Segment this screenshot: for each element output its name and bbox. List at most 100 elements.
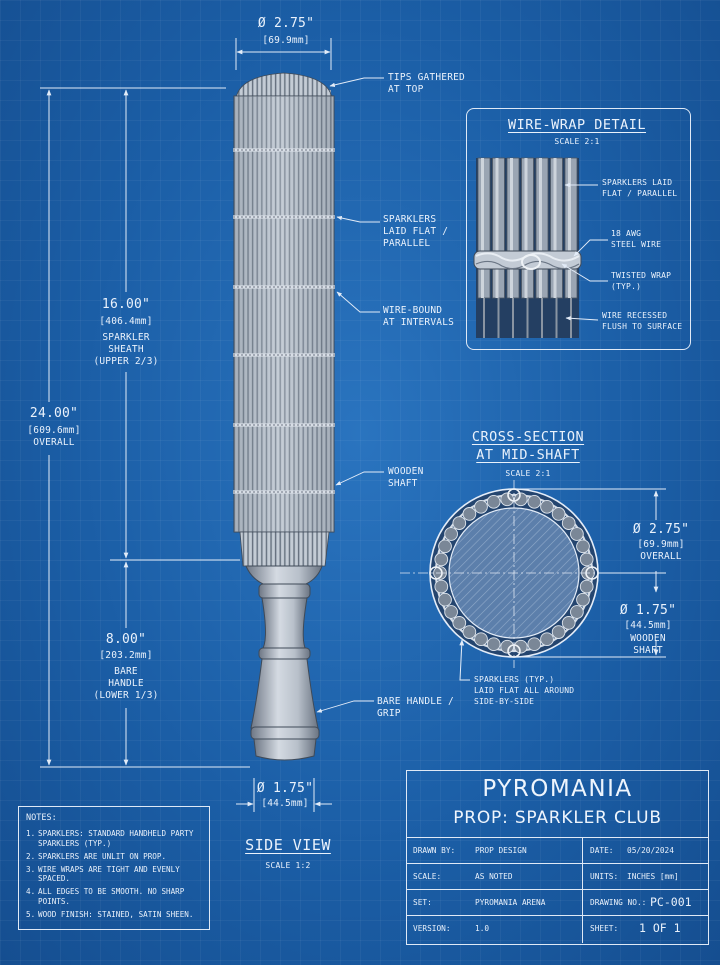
handle-label-3: (LOWER 1/3)	[93, 690, 159, 701]
handle-label-2: HANDLE	[108, 678, 144, 689]
detail-callout-2b: STEEL WIRE	[611, 240, 662, 249]
cross-section-title-1: CROSS-SECTION	[471, 429, 585, 445]
drawn-by-value: PROP DESIGN	[475, 846, 527, 855]
cs-callout-3: SIDE-BY-SIDE	[474, 697, 535, 706]
cross-section-sparkler	[540, 632, 554, 647]
callout-tips-2: AT TOP	[388, 84, 424, 95]
detail-callout-1b: FLAT / PARALLEL	[602, 189, 678, 198]
cross-section-sparkler	[579, 579, 594, 594]
cross-section-title-2: AT MID-SHAFT	[476, 447, 580, 463]
detail-callout-4a: WIRE RECESSED	[602, 311, 668, 320]
detail-callout-2a: 18 AWG	[611, 229, 642, 238]
sheath-label-2: SHEATH	[108, 344, 144, 355]
cross-section-scale: SCALE 2:1	[505, 469, 551, 478]
cross-section-sparkler	[513, 639, 528, 654]
title-block: PYROMANIA PROP: SPARKLER CLUB DRAWN BY: …	[406, 770, 709, 945]
cross-section-sparkler	[527, 637, 542, 652]
cross-section-sparkler	[570, 527, 584, 541]
notes-box: NOTES: 1.SPARKLERS: STANDARD HANDHELD PA…	[18, 806, 210, 930]
detail-leaders	[561, 182, 608, 321]
detail-rod-highlight	[568, 158, 571, 298]
notes-list: 1.SPARKLERS: STANDARD HANDHELD PARTY SPA…	[26, 829, 206, 923]
note-item: 4.ALL EDGES TO BE SMOOTH. NO SHARP POINT…	[26, 887, 185, 906]
handle-dim: 8.00"	[105, 632, 147, 647]
cross-section-sparkler	[486, 494, 501, 509]
top-diameter-mm: [69.9mm]	[262, 35, 310, 46]
detail-callout-3b: (TYP.)	[611, 282, 642, 291]
cross-section-sparkler	[500, 492, 515, 507]
cross-section-sparkler	[551, 507, 566, 521]
cs-inner-mm: [44.5mm]	[624, 620, 672, 631]
cs-callout-1: SPARKLERS (TYP.)	[474, 675, 555, 684]
cross-section-sparkler	[462, 507, 477, 521]
sheath-mm: [406.4mm]	[99, 316, 153, 327]
cross-section-sparkler	[513, 492, 528, 507]
version-label: VERSION:	[413, 924, 451, 933]
side-leaders	[316, 77, 384, 713]
note-item: 2.SPARKLERS ARE UNLIT ON PROP.	[26, 851, 167, 861]
set-label: SET:	[413, 898, 432, 907]
note-item: 3.WIRE WRAPS ARE TIGHT AND EVENLY SPACED…	[26, 864, 180, 884]
notes-header: NOTES:	[26, 813, 57, 823]
wire-detail-drawing	[473, 157, 582, 338]
cross-section-sparkler	[434, 552, 449, 567]
overall-dim: 24.00"	[29, 406, 79, 421]
detail-rod-highlight	[495, 158, 499, 298]
cross-section-sparkler	[474, 499, 488, 514]
bottom-diameter-mm: [44.5mm]	[261, 798, 309, 809]
callout-parallel-2: LAID FLAT /	[383, 226, 449, 237]
scale-label: SCALE:	[413, 872, 442, 881]
detail-rod-highlight	[510, 158, 513, 298]
sheath-dim: 16.00"	[101, 297, 151, 312]
units-value: INCHES [mm]	[627, 872, 679, 881]
cross-section-sparkler	[540, 499, 554, 514]
wire-detail-title: WIRE-WRAP DETAIL	[507, 117, 647, 133]
scale-value: AS NOTED	[475, 872, 513, 881]
cs-outer-label: OVERALL	[640, 551, 682, 562]
club-sheath	[233, 72, 335, 567]
note-item: 1.SPARKLERS: STANDARD HANDHELD PARTY SPA…	[26, 829, 194, 848]
handle-label-1: BARE	[114, 666, 138, 677]
detail-rod-highlight	[524, 158, 528, 298]
cross-section-sparkler	[452, 516, 467, 530]
cross-dimensions	[459, 488, 666, 681]
side-view-scale: SCALE 1:2	[265, 861, 311, 870]
sheath-label-3: (UPPER 2/3)	[93, 356, 159, 367]
cs-outer-dim: Ø 2.75"	[632, 522, 690, 537]
cross-section-sparkler	[486, 637, 501, 652]
cross-section-sparkler	[551, 625, 566, 639]
note-item: 5.WOOD FINISH: STAINED, SATIN SHEEN.	[26, 909, 194, 919]
detail-rod-highlight	[481, 158, 484, 298]
drawing-subtitle: PROP: SPARKLER CLUB	[453, 808, 662, 828]
wire-detail-panel	[466, 108, 691, 350]
cross-section-drawing	[400, 480, 628, 668]
cs-inner-dim: Ø 1.75"	[619, 603, 677, 618]
callout-handle-2: GRIP	[377, 708, 401, 719]
version-value: 1.0	[475, 924, 490, 933]
units-label: UNITS:	[590, 872, 619, 881]
wire-detail-scale: SCALE 2:1	[554, 137, 600, 146]
cross-section-sparkler	[570, 605, 584, 619]
callout-handle-1: BARE HANDLE /	[377, 696, 454, 707]
cross-section-sparkler	[576, 592, 590, 607]
cs-outer-mm: [69.9mm]	[637, 539, 685, 550]
date-value: 05/20/2024	[627, 846, 674, 855]
sheet-value: 1 OF 1	[639, 921, 681, 935]
set-value: PYROMANIA ARENA	[475, 898, 546, 907]
tb-row-set: SET: PYROMANIA ARENA DRAWING NO.: PC-001	[407, 889, 708, 916]
cross-section-sparkler	[500, 639, 515, 654]
cross-section-sparkler	[438, 592, 452, 607]
tb-row-scale: SCALE: AS NOTED UNITS: INCHES [mm]	[407, 863, 708, 890]
tb-row-version: VERSION: 1.0 SHEET: 1 OF 1	[407, 915, 708, 943]
callout-shaft-2: SHAFT	[388, 478, 418, 489]
cross-section-sparkler	[576, 539, 590, 554]
cross-section-sparkler	[474, 632, 488, 647]
drawing-no-label: DRAWING NO.:	[590, 898, 647, 907]
detail-callout-1a: SPARKLERS LAID	[602, 178, 673, 187]
cs-inner-label-1: WOODEN	[630, 633, 666, 644]
cross-section-sparkler	[462, 625, 477, 639]
cs-inner-label-2: SHAFT	[633, 645, 663, 656]
detail-rod-highlight	[553, 158, 557, 298]
cross-section-sparkler	[434, 579, 449, 594]
brand-title: PYROMANIA	[482, 776, 633, 802]
